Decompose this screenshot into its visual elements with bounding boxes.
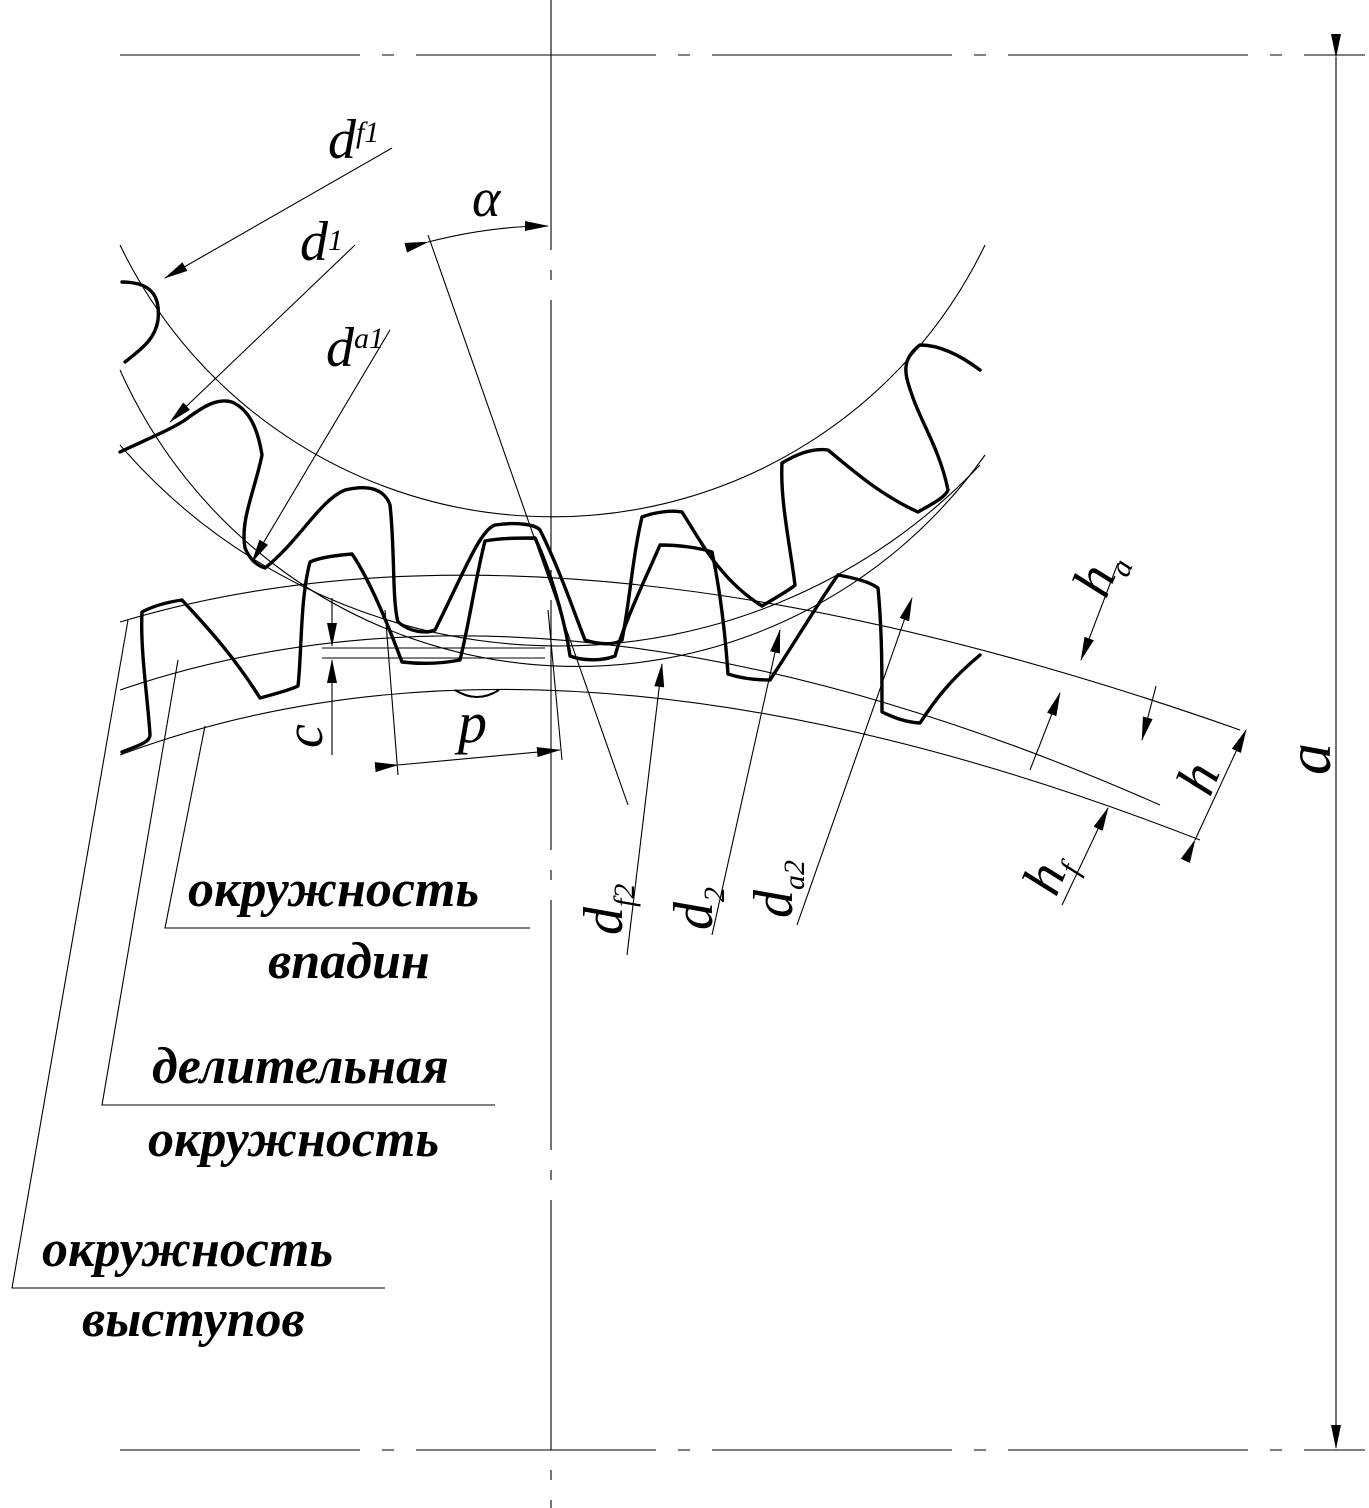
pitch-arc-symbol [454, 689, 500, 698]
d-f2-leader-line [626, 663, 665, 956]
pressure-angle-arc [404, 221, 549, 253]
h-a-leader-line [1080, 562, 1119, 661]
pitch-dimension-line [374, 747, 561, 773]
h-f-label: hf [1011, 843, 1089, 906]
tip-circle-caption-line1: окружность [42, 1221, 333, 1278]
tip-circle-leader [11, 619, 385, 1289]
root-circle-caption-line1: окружность [188, 861, 479, 918]
d-a2-leader-line [796, 597, 913, 926]
d-f2-label: df2 [573, 884, 641, 935]
upper-gear-tip-circle [119, 444, 981, 647]
upper-gear-teeth [118, 280, 982, 646]
pitch-circle-caption-line2: окружность [148, 1111, 439, 1168]
d-f1-leader-line [164, 147, 393, 279]
h-f-leader-line [1141, 685, 1157, 741]
lower-gear-teeth [120, 536, 982, 754]
d-1-label: d1 [300, 211, 343, 273]
h-a-dimension-line [1029, 692, 1061, 771]
h-a-label: ha [1061, 542, 1140, 607]
h-label: h [1165, 754, 1233, 803]
pitch-extension-right [547, 609, 563, 761]
root-circle-leader [164, 725, 530, 929]
h-dimension-line [1180, 729, 1247, 863]
line-of-action [427, 234, 629, 806]
h-f-dimension-line [1061, 807, 1109, 906]
d-2-label: d2 [663, 887, 731, 930]
root-circle-caption-line2: впадин [268, 933, 430, 990]
d-2-leader-line [711, 629, 781, 936]
d-1-leader-line [169, 244, 356, 423]
d-a1-label: da1 [326, 317, 384, 379]
pitch-label: p [454, 690, 487, 755]
lower-gear-root-circle [119, 688, 1201, 841]
lower-gear-pitch-circle [119, 635, 1161, 806]
upper-gear-pitch-circle [119, 369, 986, 667]
upper-gear-root-circle [119, 244, 986, 518]
lower-gear-tip-circle [119, 574, 1241, 731]
clearance-label: c [274, 724, 334, 748]
d-a1-leader-line [251, 329, 391, 563]
d-a2-label: da2 [743, 860, 811, 918]
alpha-label: α [472, 168, 502, 228]
pitch-circle-leader [101, 659, 495, 1106]
d-f1-label: df1 [328, 109, 379, 171]
tip-circle-caption-line2: выступов [82, 1291, 305, 1348]
pitch-circle-caption-line1: делительная [152, 1038, 449, 1095]
center-distance-label: a [1273, 743, 1344, 775]
